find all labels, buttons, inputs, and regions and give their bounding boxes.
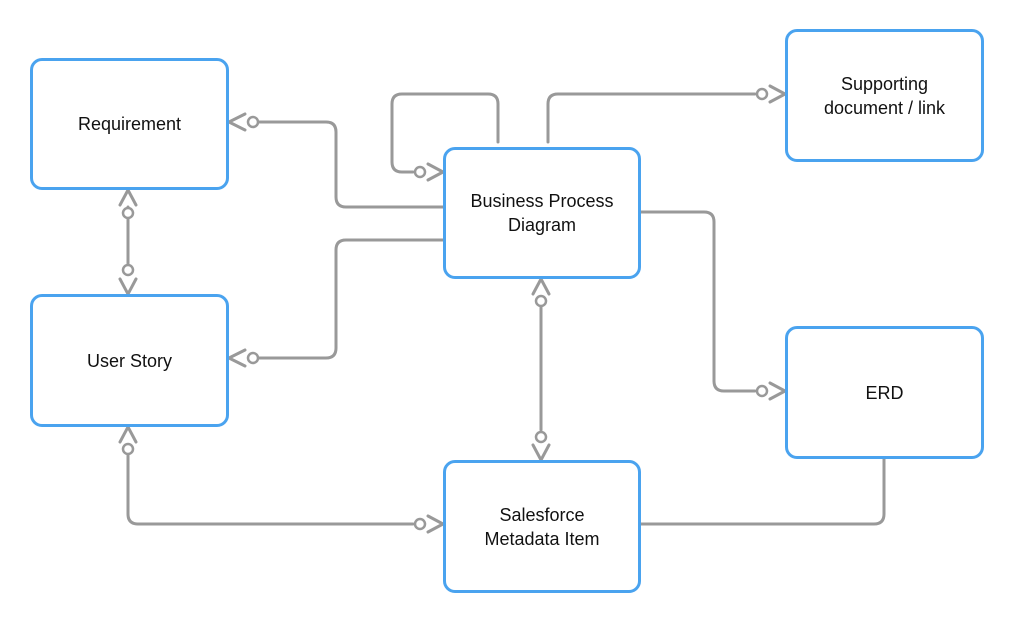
entity-label: User Story [86, 350, 173, 371]
connector-requirement-user-story [118, 188, 138, 296]
entity-label: ERD [865, 382, 904, 403]
connector-bpd-user-story [227, 238, 445, 368]
entity-erd[interactable]: ERD [785, 326, 984, 459]
entity-label: Supporting document / link [823, 73, 946, 118]
entity-business-process-diagram[interactable]: Business Process Diagram [443, 147, 641, 279]
entity-label: Business Process Diagram [470, 191, 614, 235]
entity-supporting-document[interactable]: Supporting document / link [785, 29, 984, 162]
connector-bpd-supporting-document [546, 84, 787, 144]
entity-label: Salesforce Metadata Item [484, 504, 600, 549]
entity-requirement[interactable]: Requirement [30, 58, 229, 190]
connector-bpd-salesforce-metadata [531, 277, 551, 462]
connector-requirement-bpd [227, 112, 445, 209]
connector-bpd-erd [639, 210, 787, 401]
connector-bpd-self [390, 92, 500, 182]
entity-label: Requirement [77, 114, 182, 134]
entity-salesforce-metadata-item[interactable]: Salesforce Metadata Item [443, 460, 641, 593]
connector-user-story-salesforce-metadata [118, 425, 445, 534]
entity-user-story[interactable]: User Story [30, 294, 229, 427]
connector-erd-salesforce-metadata [639, 457, 886, 526]
